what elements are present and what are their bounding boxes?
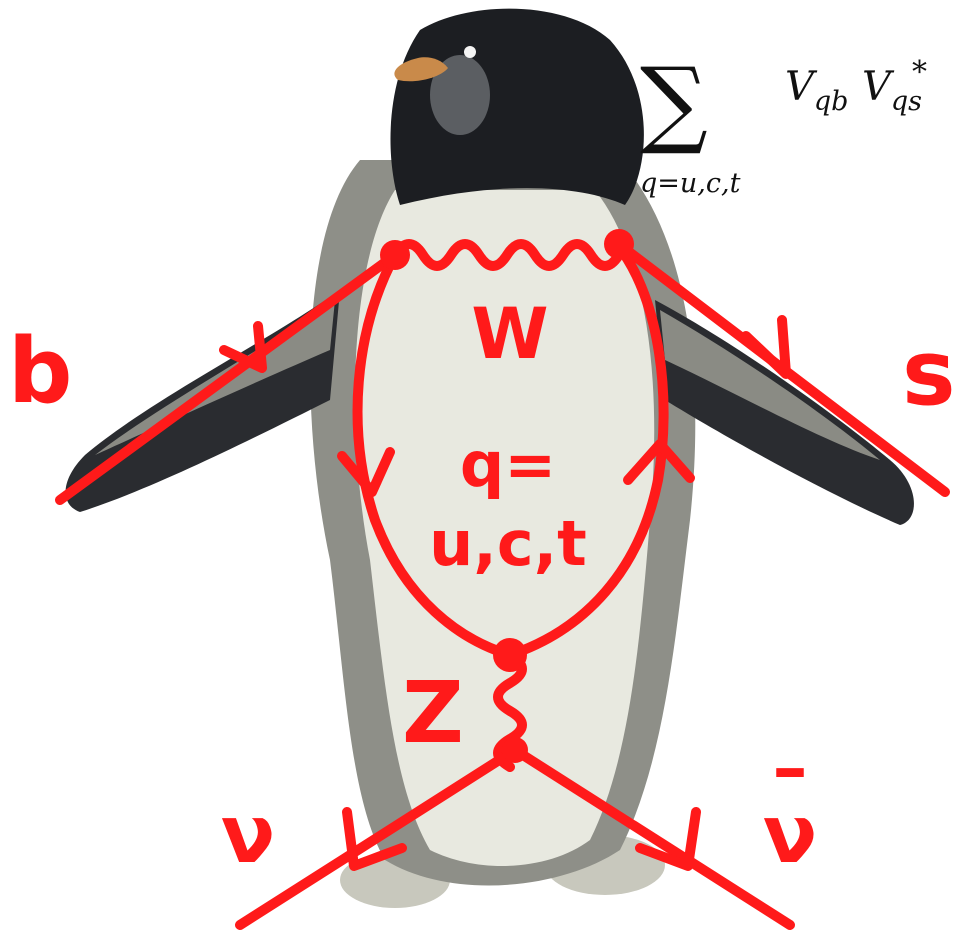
label-nubar-bar: –	[773, 727, 808, 809]
penguin-head	[390, 9, 643, 205]
vertex-qz	[493, 638, 527, 672]
vertex-bw	[380, 240, 410, 270]
vertex-ws	[604, 229, 634, 259]
label-s: s	[902, 321, 956, 426]
sum-limits: q=u,c,t	[640, 168, 741, 199]
label-q-line1: q=	[460, 428, 556, 501]
ckm-sum-formula: ∑ Vqb Vqs * q=u,c,t	[640, 48, 927, 199]
label-w: W	[471, 293, 548, 375]
penguin-eye	[464, 46, 476, 58]
label-q-line2: u,c,t	[429, 507, 587, 580]
label-z: Z	[402, 664, 464, 763]
ckm-conjugate-star: *	[912, 55, 927, 90]
vertex-z-nu	[502, 737, 528, 763]
label-nu: ν	[221, 788, 276, 881]
ckm-term-1: Vqb	[785, 64, 848, 117]
sum-symbol: ∑	[640, 48, 708, 158]
label-b: b	[8, 319, 72, 424]
